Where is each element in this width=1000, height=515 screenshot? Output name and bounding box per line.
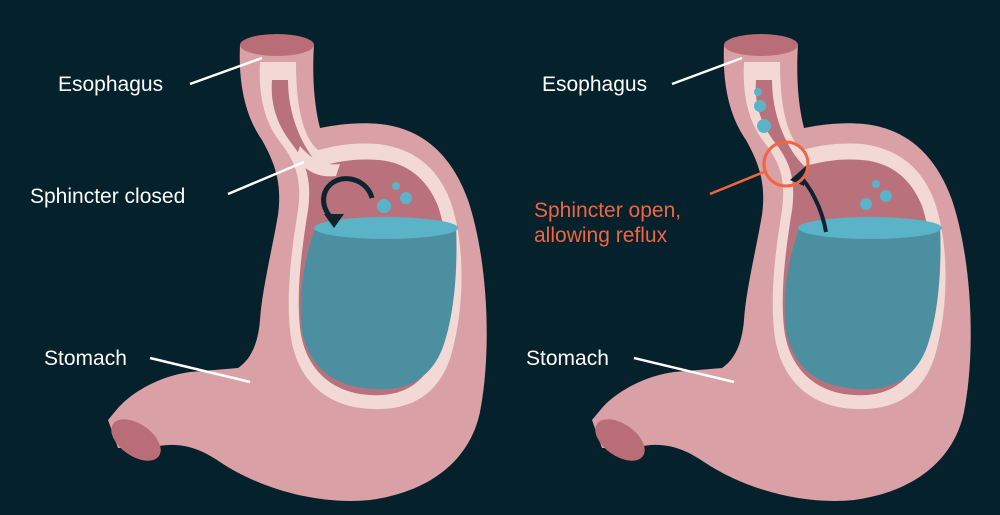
label-sphincter-closed: Sphincter closed (30, 185, 186, 208)
bubble (754, 100, 766, 112)
label-sphincter-open: Sphincter open, allowing reflux (534, 199, 682, 247)
leader-stomach (633, 356, 735, 384)
bubble (400, 192, 412, 204)
arrowhead-icon (324, 214, 344, 228)
label-stomach-right: Stomach (526, 347, 609, 370)
bubble (392, 182, 400, 190)
leader-sphincter (227, 160, 305, 196)
bubble (377, 199, 391, 213)
bubble (860, 198, 872, 210)
leader-esophagus (189, 56, 263, 86)
bubble (872, 180, 880, 188)
leader-stomach (149, 356, 251, 384)
label-esophagus-right: Esophagus (542, 73, 648, 96)
label-esophagus-left: Esophagus (58, 73, 164, 96)
leader-esophagus (671, 56, 743, 86)
bubble (880, 190, 892, 202)
closed-sphincter (296, 146, 340, 177)
leader-sphincter (709, 170, 765, 196)
bubble (757, 119, 771, 133)
sphincter-highlight-circle (762, 140, 810, 188)
label-stomach-left: Stomach (44, 347, 127, 370)
curved-arrow-icon (321, 176, 375, 222)
panel-sphincter-open (587, 34, 971, 501)
bubble (754, 88, 762, 96)
panel-sphincter-closed (103, 34, 487, 501)
